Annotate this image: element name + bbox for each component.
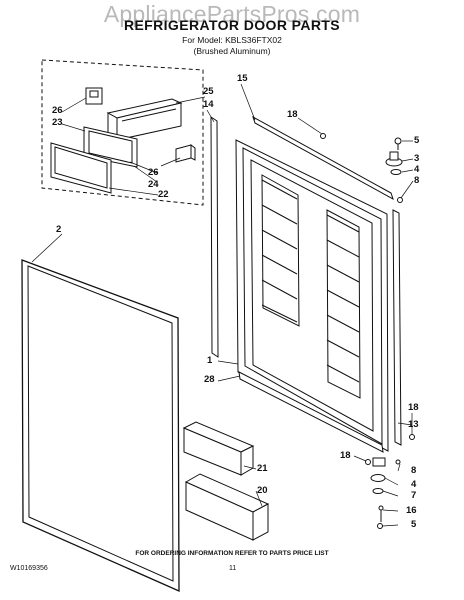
watermark: AppliancePartsPros.com <box>103 1 361 27</box>
callout-8-lower: 8 <box>411 465 417 476</box>
part-20-bin <box>184 473 270 541</box>
ordering-note: FOR ORDERING INFORMATION REFER TO PARTS … <box>135 550 329 557</box>
kit-dashed-outline <box>41 59 204 206</box>
callout-18-upper: 18 <box>287 109 298 120</box>
leader-lines <box>31 83 414 527</box>
callout-14: 14 <box>203 99 214 110</box>
callout-28: 28 <box>204 374 215 385</box>
part-13-side-trim <box>392 209 402 446</box>
part-25-frame <box>106 98 183 141</box>
part-1-door-frame <box>235 139 389 452</box>
part-26-clip <box>175 144 196 163</box>
page-title: REFRIGERATOR DOOR PARTS <box>123 17 341 33</box>
callout-1: 1 <box>207 355 213 366</box>
callout-18-lower: 18 <box>340 450 351 461</box>
callout-26-top: 26 <box>52 105 63 116</box>
callout-18-right: 18 <box>408 402 419 413</box>
finish-subtitle: (Brushed Aluminum) <box>193 46 271 56</box>
lower-hinge <box>365 434 415 529</box>
page-number: 11 <box>229 565 237 572</box>
callout-22: 22 <box>158 189 169 200</box>
upper-hinge <box>385 137 403 203</box>
callout-16: 16 <box>406 505 417 516</box>
callout-8-upper: 8 <box>414 175 420 186</box>
callout-23: 23 <box>52 117 63 128</box>
part-28-bottom-rail <box>238 371 384 453</box>
callout-4-upper: 4 <box>414 164 420 175</box>
callout-20: 20 <box>257 485 268 496</box>
callout-2: 2 <box>56 224 62 235</box>
callout-26-clip: 26 <box>148 167 159 178</box>
model-subtitle: For Model: KBLS36FTX02 <box>182 35 282 45</box>
callout-25: 25 <box>203 86 214 97</box>
part-21-bin <box>182 421 255 476</box>
callout-4-lower: 4 <box>411 479 417 490</box>
callout-21: 21 <box>257 463 268 474</box>
screw-18-upper <box>320 133 326 139</box>
part-22-front <box>50 142 112 194</box>
callout-7: 7 <box>411 490 417 501</box>
part-2-gasket <box>21 259 180 592</box>
callout-3: 3 <box>414 153 420 164</box>
callout-5-upper: 5 <box>414 135 420 146</box>
part-14-trim <box>210 116 219 358</box>
callout-15: 15 <box>237 73 248 84</box>
part-15-top-rail <box>252 115 394 201</box>
document-number: W10169356 <box>10 565 48 572</box>
callout-13: 13 <box>408 419 419 430</box>
callout-24: 24 <box>148 179 159 190</box>
part-26-bracket <box>85 87 103 105</box>
callout-5-lower: 5 <box>411 519 417 530</box>
